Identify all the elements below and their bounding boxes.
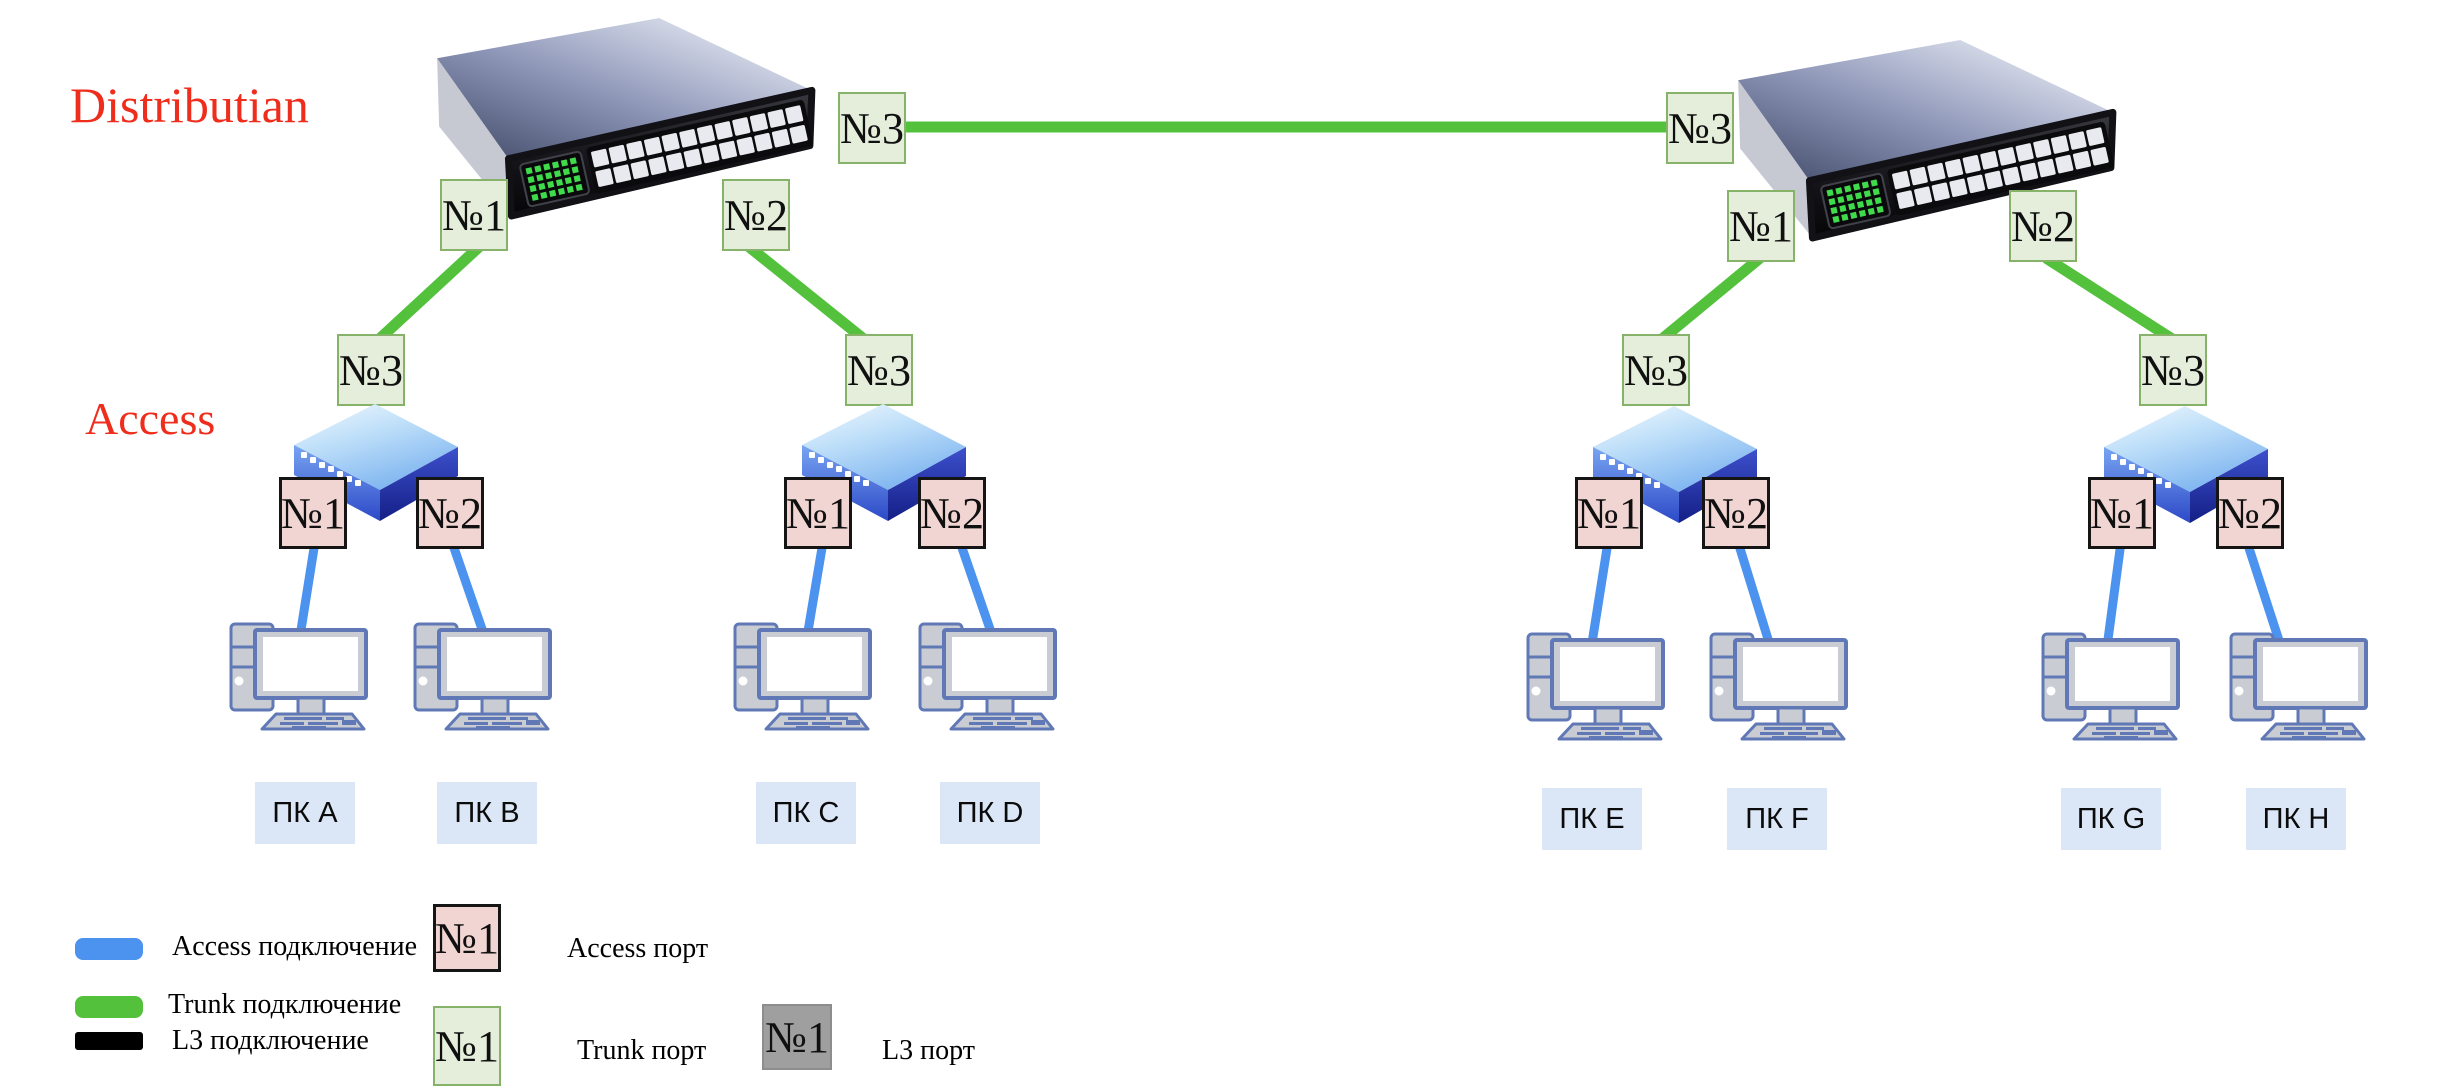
distribution-layer-label: Distributian [70, 77, 309, 133]
pc-b-label: ПК B [437, 782, 537, 844]
pc-a-label: ПК A [255, 782, 355, 844]
acc2-port2-badge: №2 [918, 477, 986, 549]
acc1-uplink-port-badge: №3 [337, 334, 405, 406]
pc-h-label: ПК H [2246, 788, 2346, 850]
legend-l3-line-label: L3 подключение [172, 1025, 369, 1056]
legend-access-port-label: Access порт [567, 933, 709, 964]
legend-trunk-line-swatch [75, 996, 143, 1018]
dist-left-port3-badge: №3 [838, 92, 906, 164]
pc-f-label: ПК F [1727, 788, 1827, 850]
acc1-port1-badge: №1 [279, 477, 347, 549]
legend-trunk-line-label: Trunk подключение [168, 989, 402, 1020]
acc4-uplink-port-badge: №3 [2139, 334, 2207, 406]
pc-h-icon [2228, 630, 2368, 742]
legend-l3-port-badge: №1 [762, 1004, 832, 1070]
legend-access-line-swatch [75, 938, 143, 960]
acc2-port1-badge: №1 [784, 477, 852, 549]
dist-right-port3-badge: №3 [1666, 92, 1734, 164]
access-layer-label: Access [85, 393, 216, 444]
pc-b-icon [412, 620, 552, 732]
pc-c-icon [732, 620, 872, 732]
dist-left-port1-badge: №1 [440, 179, 508, 251]
acc4-port1-badge: №1 [2088, 477, 2156, 549]
pc-f-icon [1708, 630, 1848, 742]
acc3-port2-badge: №2 [1702, 477, 1770, 549]
pc-e-label: ПК E [1542, 788, 1642, 850]
pc-d-icon [917, 620, 1057, 732]
dist-right-port2-badge: №2 [2009, 190, 2077, 262]
pc-e-icon [1525, 630, 1665, 742]
trunk-link-distR-acc4 [2043, 253, 2183, 349]
legend-access-port-badge: №1 [433, 904, 501, 972]
trunk-link-distL-acc1 [370, 241, 484, 349]
acc1-port2-badge: №2 [416, 477, 484, 549]
legend-l3-port-label: L3 порт [882, 1035, 975, 1066]
trunk-link-distR-acc3 [1652, 253, 1764, 349]
dist-right-port1-badge: №1 [1727, 190, 1795, 262]
pc-c-label: ПК C [756, 782, 856, 844]
acc3-port1-badge: №1 [1575, 477, 1643, 549]
legend-l3-line-swatch [75, 1032, 143, 1050]
acc2-uplink-port-badge: №3 [845, 334, 913, 406]
dist-left-port2-badge: №2 [722, 179, 790, 251]
pc-d-label: ПК D [940, 782, 1040, 844]
acc4-port2-badge: №2 [2216, 477, 2284, 549]
pc-g-icon [2040, 630, 2180, 742]
legend-access-line-label: Access подключение [172, 931, 418, 962]
legend-trunk-port-badge: №1 [433, 1006, 501, 1086]
pc-a-icon [228, 620, 368, 732]
legend-trunk-port-label: Trunk порт [577, 1035, 707, 1066]
trunk-link-distL-acc2 [744, 241, 874, 349]
acc3-uplink-port-badge: №3 [1622, 334, 1690, 406]
pc-g-label: ПК G [2061, 788, 2161, 850]
